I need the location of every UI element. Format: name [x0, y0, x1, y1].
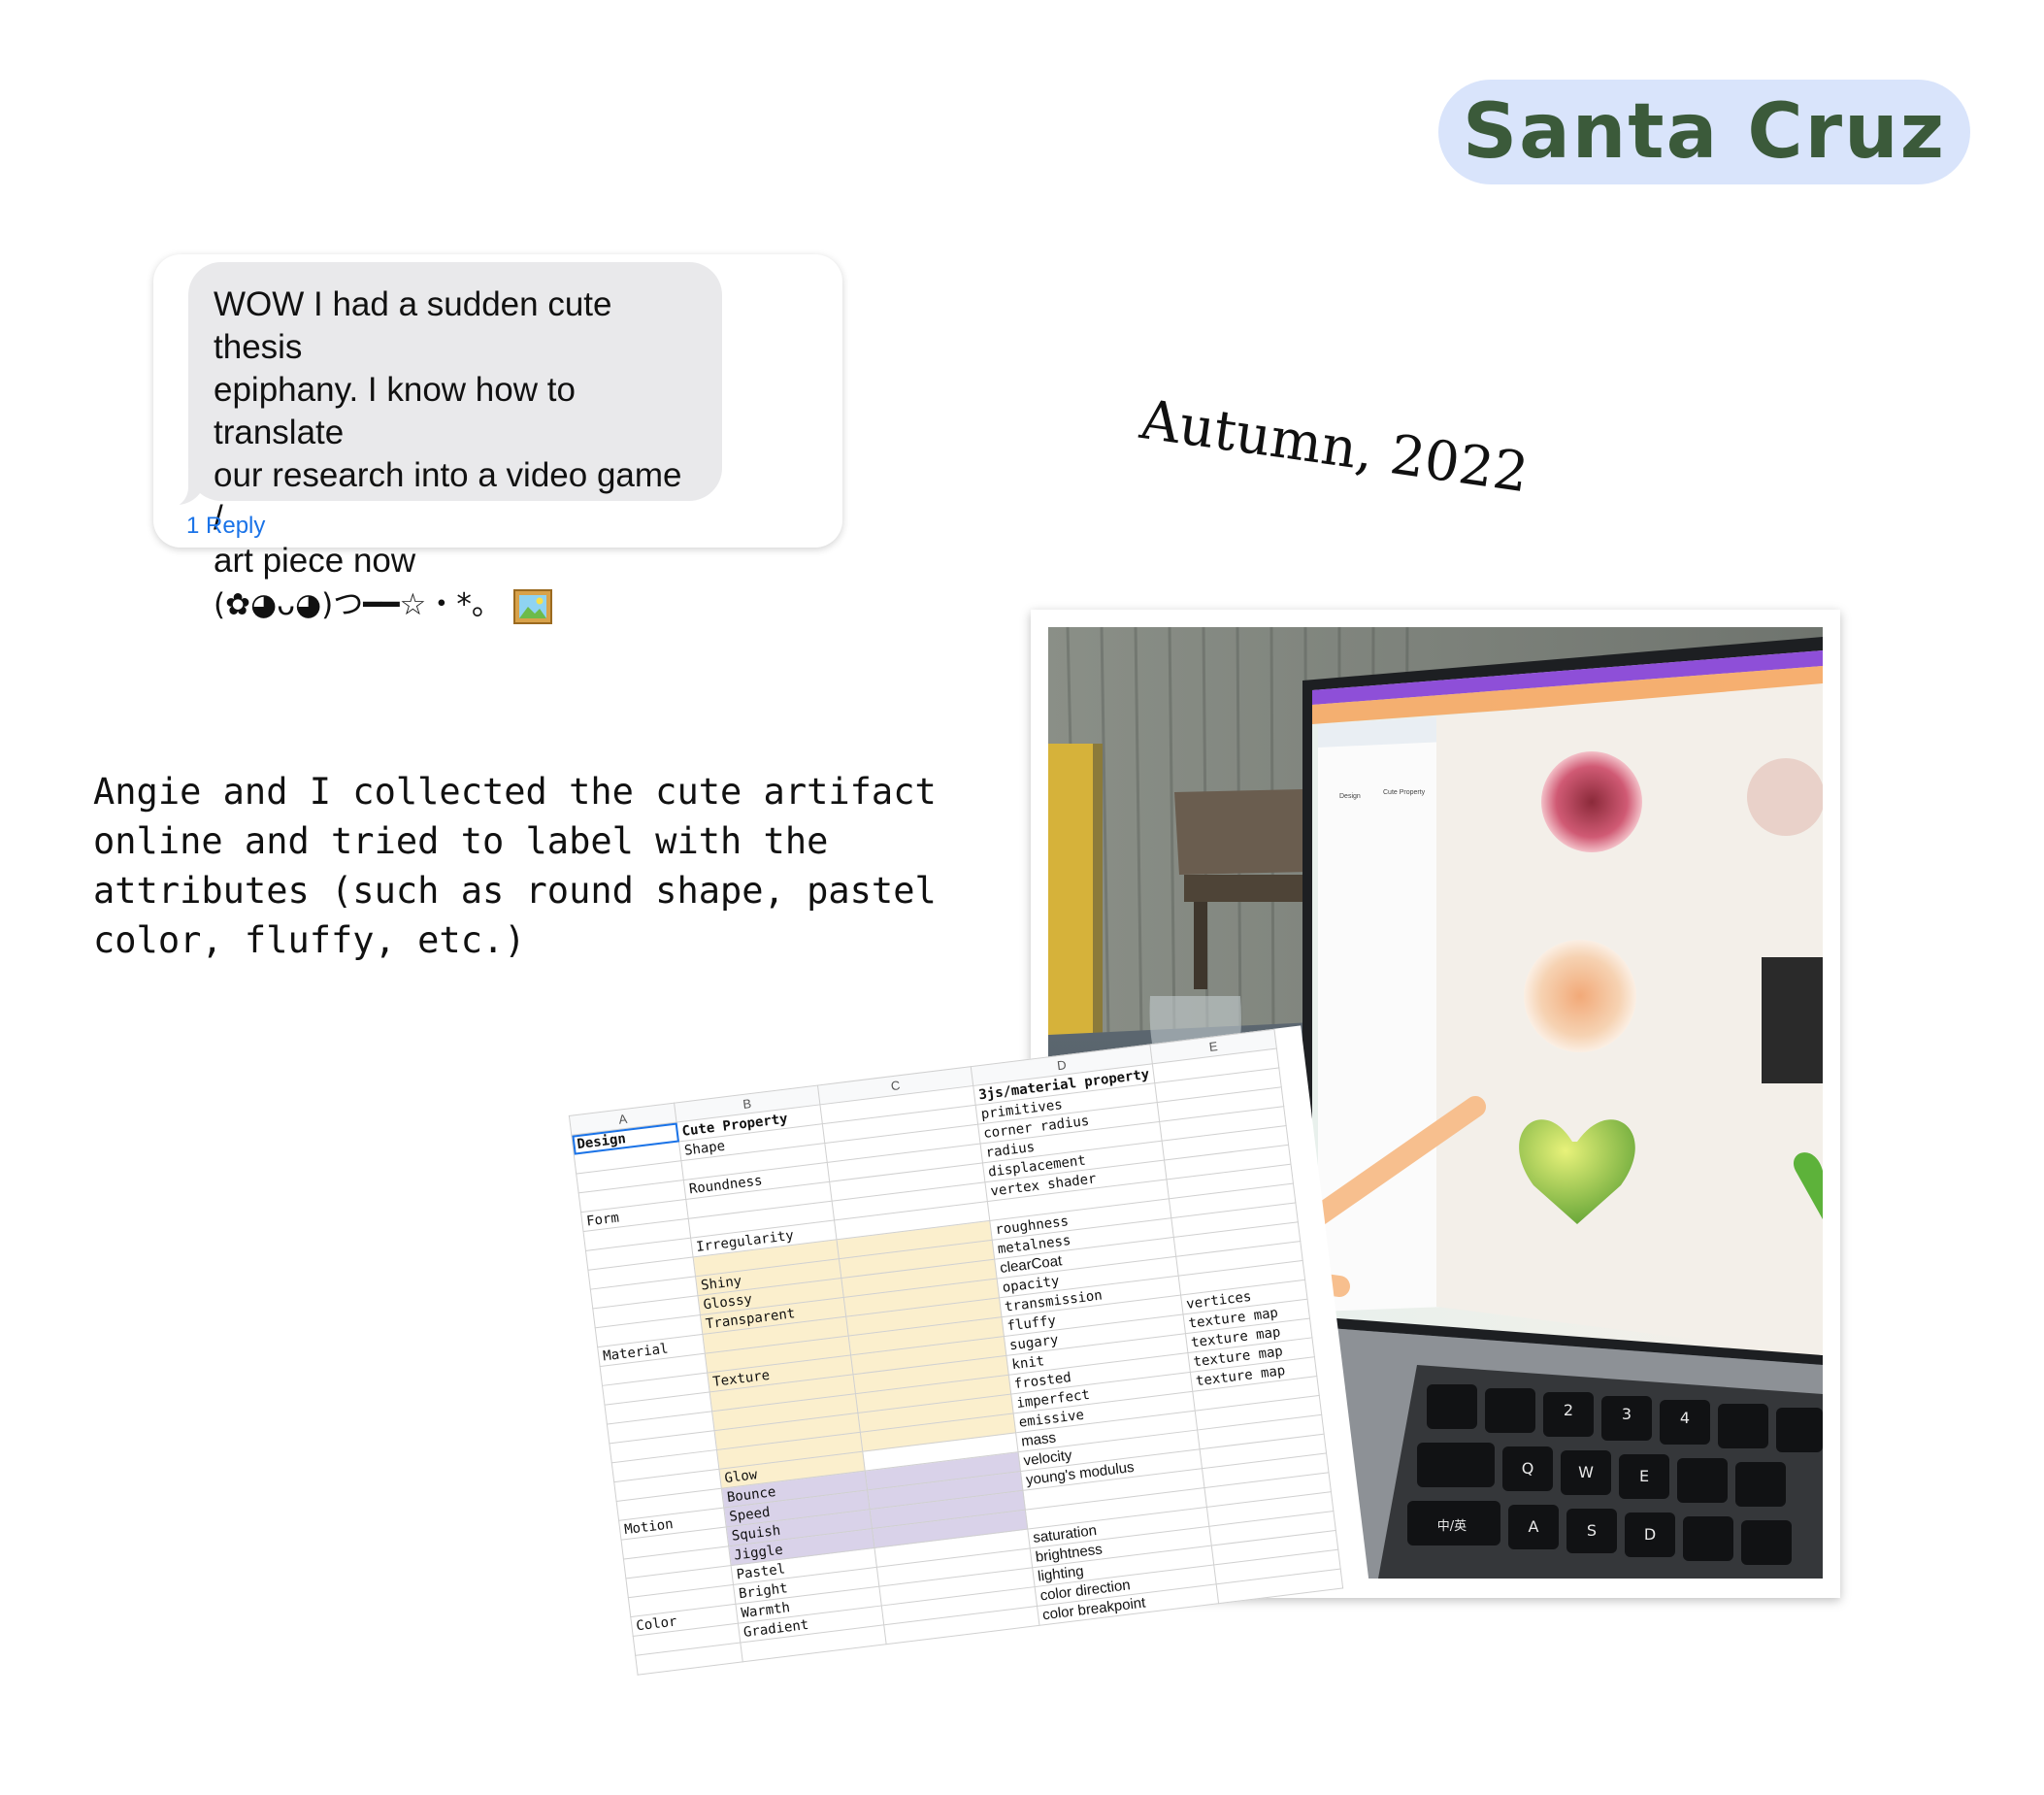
- message-line: epiphany. I know how to translate: [214, 371, 576, 451]
- message-bubble[interactable]: WOW I had a sudden cute thesis epiphany.…: [188, 262, 722, 624]
- message-line: art piece now: [214, 542, 416, 580]
- spreadsheet-screenshot: A B C D E Design Cute Property 3js/mater…: [553, 900, 1369, 1676]
- caption-line: attributes (such as round shape, pastel: [93, 870, 937, 912]
- key-label: 4: [1680, 1409, 1690, 1427]
- message-line: our research into a video game /: [214, 456, 682, 537]
- key-label: 2: [1564, 1401, 1573, 1419]
- framed-picture-icon: [512, 588, 552, 624]
- key-label: Q: [1522, 1459, 1534, 1478]
- message-card: WOW I had a sudden cute thesis epiphany.…: [153, 254, 842, 624]
- caption-line: color, fluffy, etc.): [93, 919, 526, 961]
- title-pill: [1438, 80, 1970, 184]
- key-label: W: [1578, 1463, 1594, 1481]
- reply-link[interactable]: 1 Reply: [186, 513, 266, 539]
- message-line: WOW I had a sudden cute thesis: [214, 285, 612, 366]
- location-title: Santa Cruz: [1462, 88, 1947, 176]
- caption-line: online and tried to label with the: [93, 820, 829, 862]
- mini-sheet-label: Cute Property: [1383, 789, 1426, 796]
- key-label: 中/英: [1437, 1519, 1467, 1534]
- spreadsheet: A B C D E Design Cute Property 3js/mater…: [568, 1025, 1369, 1676]
- key-label: D: [1644, 1525, 1656, 1544]
- key-label: A: [1529, 1517, 1539, 1536]
- caption-line: Angie and I collected the cute artifact: [93, 771, 937, 813]
- caption: Angie and I collected the cute artifact …: [93, 767, 986, 965]
- date-label: Autumn, 2022: [1136, 388, 1533, 506]
- key-label: E: [1639, 1467, 1649, 1485]
- key-label: 3: [1622, 1405, 1632, 1423]
- mini-sheet-label: Design: [1339, 793, 1361, 800]
- key-label: S: [1587, 1521, 1597, 1540]
- kaomoji-text: (✿◕ᴗ◕)つ━━☆・*。: [214, 587, 502, 622]
